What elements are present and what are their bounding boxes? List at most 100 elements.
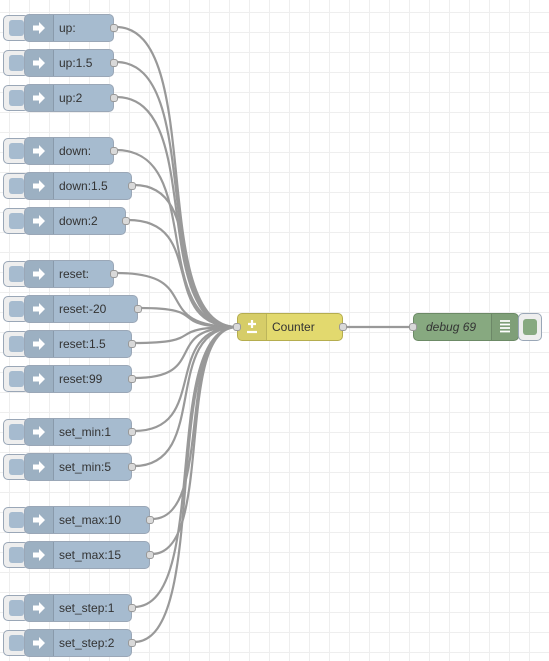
arrow-in-icon [25, 296, 54, 322]
wire-down-2[interactable] [127, 218, 238, 329]
wire-set-max-15[interactable] [151, 325, 238, 556]
inject-node-down-1-5[interactable]: down:1.5 [24, 172, 136, 200]
inject-output-port[interactable] [128, 182, 136, 190]
inject-node-label: reset: [59, 267, 90, 281]
wire-reset-1-5[interactable] [133, 325, 238, 345]
arrow-in-icon [25, 85, 54, 111]
inject-trigger-indicator [9, 459, 24, 475]
counter-input-port[interactable] [233, 323, 241, 331]
arrow-in-icon [25, 366, 54, 392]
wire-reset-20[interactable] [139, 306, 238, 329]
counter-node-label: Counter [272, 320, 315, 334]
inject-node-set-max-15[interactable]: set_max:15 [24, 541, 154, 569]
inject-trigger-indicator [9, 178, 24, 194]
inject-trigger-indicator [9, 143, 24, 159]
arrow-in-icon [25, 595, 54, 621]
inject-trigger-indicator [9, 90, 24, 106]
inject-node-up-1-5[interactable]: up:1.5 [24, 49, 118, 77]
wire-up[interactable] [115, 25, 238, 329]
wire-set-min-5[interactable] [133, 325, 238, 468]
counter-output-port[interactable] [339, 323, 347, 331]
arrow-in-icon [25, 454, 54, 480]
wire-down-1-5[interactable] [133, 183, 238, 329]
inject-node-up[interactable]: up: [24, 14, 118, 42]
inject-output-port[interactable] [110, 147, 118, 155]
inject-output-port[interactable] [146, 516, 154, 524]
inject-output-port[interactable] [110, 94, 118, 102]
inject-trigger-indicator [9, 371, 24, 387]
inject-trigger-indicator [9, 336, 24, 352]
inject-node-label: set_min:1 [59, 425, 112, 439]
inject-output-port[interactable] [146, 551, 154, 559]
inject-trigger-indicator [9, 635, 24, 651]
inject-node-reset-99[interactable]: reset:99 [24, 365, 136, 393]
wire-up-2[interactable] [115, 95, 238, 329]
counter-node[interactable]: Counter [233, 313, 347, 341]
plus-minus-icon [238, 314, 267, 340]
inject-trigger-indicator [9, 512, 24, 528]
inject-node-label: down:2 [59, 214, 98, 228]
inject-node-label: reset:1.5 [59, 337, 106, 351]
inject-trigger-indicator [9, 547, 24, 563]
inject-node-label: set_min:5 [59, 460, 112, 474]
inject-output-port[interactable] [128, 639, 136, 647]
debug-node[interactable]: debug 69 [409, 313, 519, 341]
inject-output-port[interactable] [128, 340, 136, 348]
inject-node-label: set_step:2 [59, 636, 115, 650]
inject-output-port[interactable] [128, 604, 136, 612]
inject-node-set-step-1[interactable]: set_step:1 [24, 594, 136, 622]
debug-input-port[interactable] [409, 323, 417, 331]
inject-node-set-min-5[interactable]: set_min:5 [24, 453, 136, 481]
inject-output-port[interactable] [110, 270, 118, 278]
arrow-in-icon [25, 138, 54, 164]
wire-set-min-1[interactable] [133, 325, 238, 433]
arrow-in-icon [25, 173, 54, 199]
inject-trigger-indicator [9, 20, 24, 36]
inject-output-port[interactable] [110, 59, 118, 67]
inject-output-port[interactable] [110, 24, 118, 32]
inject-output-port[interactable] [128, 463, 136, 471]
inject-node-label: set_step:1 [59, 601, 115, 615]
inject-node-up-2[interactable]: up:2 [24, 84, 118, 112]
inject-node-set-min-1[interactable]: set_min:1 [24, 418, 136, 446]
inject-trigger-indicator [9, 213, 24, 229]
inject-node-reset[interactable]: reset: [24, 260, 118, 288]
wire-up-1-5[interactable] [115, 60, 238, 329]
inject-output-port[interactable] [134, 305, 142, 313]
arrow-in-icon [25, 507, 54, 533]
inject-output-port[interactable] [128, 428, 136, 436]
arrow-in-icon [25, 15, 54, 41]
inject-node-reset-20[interactable]: reset:-20 [24, 295, 142, 323]
debug-node-label: debug 69 [426, 320, 477, 334]
debug-toggle-indicator [523, 319, 537, 335]
arrow-in-icon [25, 542, 54, 568]
wire-set-step-2[interactable] [133, 325, 238, 644]
inject-node-label: reset:-20 [59, 302, 107, 316]
inject-trigger-indicator [9, 424, 24, 440]
list-icon [491, 314, 518, 340]
inject-node-label: down:1.5 [59, 179, 108, 193]
arrow-in-icon [25, 331, 54, 357]
inject-node-reset-1-5[interactable]: reset:1.5 [24, 330, 136, 358]
inject-node-down-2[interactable]: down:2 [24, 207, 130, 235]
arrow-in-icon [25, 419, 54, 445]
inject-node-label: reset:99 [59, 372, 103, 386]
inject-output-port[interactable] [128, 375, 136, 383]
inject-trigger-indicator [9, 266, 24, 282]
wire-set-max-10[interactable] [151, 325, 238, 521]
inject-node-set-step-2[interactable]: set_step:2 [24, 629, 136, 657]
inject-output-port[interactable] [122, 217, 130, 225]
inject-node-label: up: [59, 21, 76, 35]
wire-reset-99[interactable] [133, 325, 238, 380]
inject-node-set-max-10[interactable]: set_max:10 [24, 506, 154, 534]
inject-node-label: up:1.5 [59, 56, 93, 70]
arrow-in-icon [25, 208, 54, 234]
inject-node-label: up:2 [59, 91, 83, 105]
inject-trigger-indicator [9, 600, 24, 616]
arrow-in-icon [25, 261, 54, 287]
arrow-in-icon [25, 50, 54, 76]
inject-trigger-indicator [9, 55, 24, 71]
inject-node-down[interactable]: down: [24, 137, 118, 165]
inject-node-label: set_max:10 [59, 513, 122, 527]
debug-toggle-button[interactable] [518, 313, 542, 341]
